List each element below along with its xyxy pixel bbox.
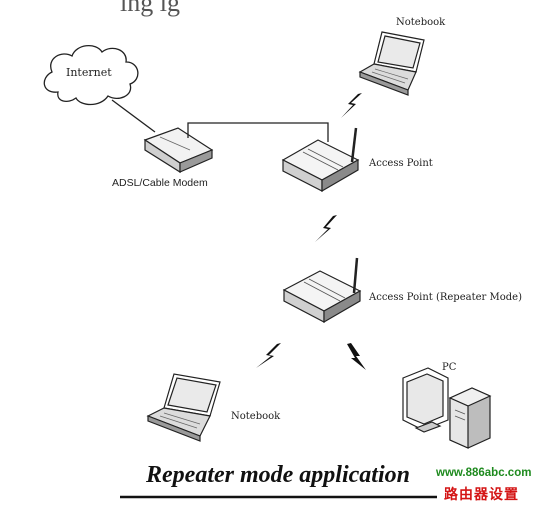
notebook-top-icon [358,31,425,96]
cropped-heading: ing ig [120,0,180,17]
watermark-url: www.886abc.com [436,467,532,479]
notebook-bottom-label: Notebook [231,411,281,422]
access-point-icon [281,127,360,193]
notebook-bottom-icon [146,373,221,442]
internet-label: Internet [66,66,112,79]
notebook-top-label: Notebook [396,17,446,28]
wireless-signal-icon [315,215,337,242]
internet-modem-link [111,99,156,133]
wireless-signal-icon [347,343,366,370]
internet-cloud-icon [43,45,139,106]
modem-label: ADSL/Cable Modem [112,177,208,189]
wireless-signal-icon [341,93,362,118]
wireless-signal-icon [256,343,281,368]
repeater-label: Access Point (Repeater Mode) [369,292,522,303]
pc-label: PC [442,362,457,373]
watermark-cn: 路由器设置 [444,487,519,503]
pc-icon [402,367,492,449]
modem-icon [143,127,214,174]
access-point-label: Access Point [369,158,433,169]
modem-ap-link [187,122,329,142]
diagram-caption: Repeater mode application [146,462,410,488]
repeater-access-point-icon [282,257,362,324]
